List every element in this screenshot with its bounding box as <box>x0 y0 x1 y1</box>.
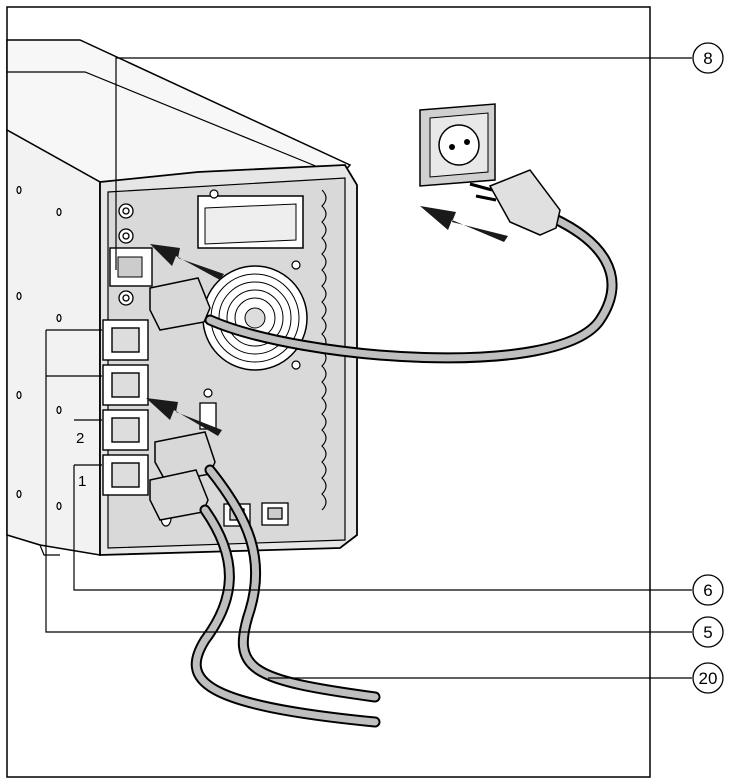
ups-side-body <box>6 39 352 556</box>
port-label-1: 1 <box>78 473 86 490</box>
output-cables <box>190 464 381 728</box>
leader-lines <box>45 57 692 679</box>
wall-socket-icon <box>419 103 496 187</box>
svg-text:8: 8 <box>703 49 712 68</box>
push-arrow-icon <box>146 206 508 436</box>
callout-6: 6 <box>692 574 724 606</box>
callout-5: 5 <box>692 616 724 648</box>
output-receptacles <box>102 319 149 496</box>
iec-output-plug-1 <box>149 469 209 521</box>
svg-text:6: 6 <box>703 581 712 600</box>
schuko-plug-icon <box>469 169 561 236</box>
port-label-2: 2 <box>76 430 84 447</box>
callout-8: 8 <box>692 42 724 74</box>
iec-connector-icon <box>109 247 153 287</box>
svg-text:20: 20 <box>699 669 718 688</box>
svg-text:5: 5 <box>703 623 712 642</box>
iec-input-plug <box>149 277 211 331</box>
callout-20: 20 <box>692 662 724 694</box>
